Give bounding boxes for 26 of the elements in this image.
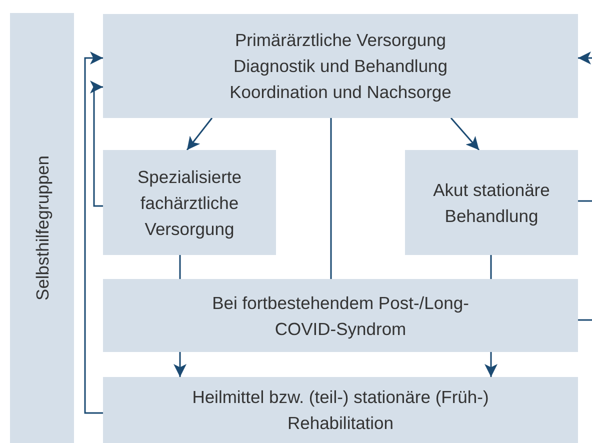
- process-box: [103, 150, 276, 255]
- arrow: [578, 52, 592, 64]
- connector-line: [490, 255, 492, 279]
- arrow: [174, 352, 186, 377]
- arrow: [84, 52, 103, 414]
- arrow: [450, 118, 480, 150]
- side-band: [10, 13, 74, 443]
- process-box: [103, 279, 578, 352]
- process-box: [103, 377, 578, 443]
- box-text: Bei fortbestehendem Post-/Long-COVID-Syndrom: [211, 292, 470, 341]
- arrow: [90, 80, 103, 207]
- connector-line: [330, 118, 332, 279]
- box-text: Akut stationäre Behandlung: [432, 178, 551, 228]
- box-text: Koordination und Nachsorge: [228, 81, 452, 104]
- box-text: Selbsthilfegruppen: [31, 156, 54, 300]
- box-text: Primärärztliche Versorgung: [234, 29, 448, 52]
- arrow: [186, 118, 213, 150]
- box-text: Diagnostik und Behandlung: [232, 55, 449, 78]
- box-text: Spezialisierte fachärztliche Versorgung: [136, 166, 243, 241]
- process-box: [103, 14, 578, 118]
- connector-line: [179, 255, 181, 279]
- process-box: [405, 150, 578, 255]
- connector-line: [578, 319, 592, 321]
- arrow: [484, 352, 498, 377]
- connector-line: [578, 200, 592, 202]
- box-text: Heilmittel bzw. (teil-) stationäre (Früh-) Rehabilitation: [191, 386, 490, 435]
